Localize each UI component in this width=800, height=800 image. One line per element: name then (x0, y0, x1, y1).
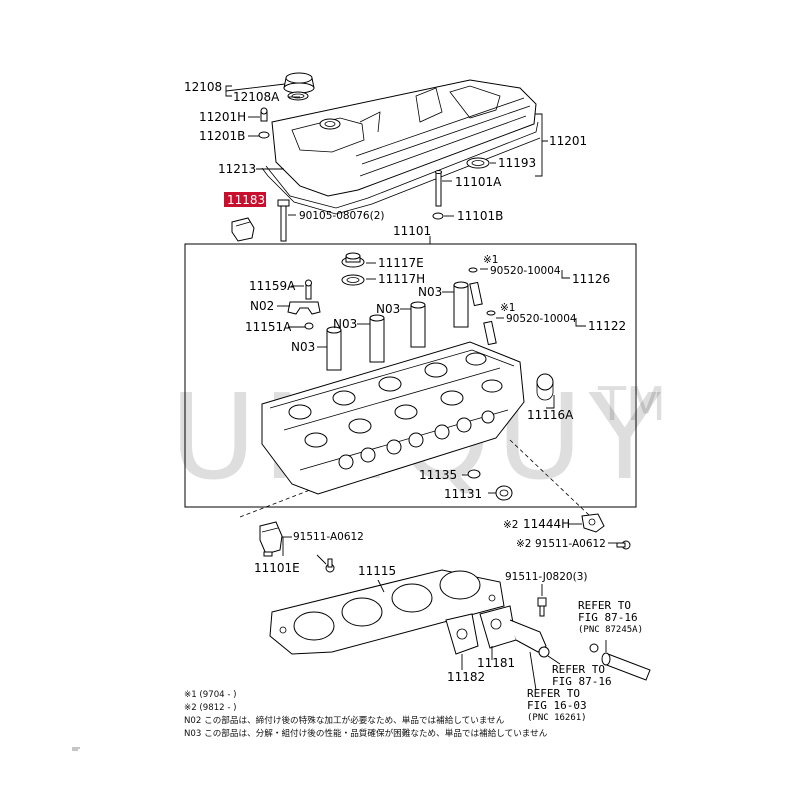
stud-bolt-icon (435, 170, 442, 207)
cylinder-head-icon (261, 341, 525, 495)
corner-mark (72, 747, 80, 751)
label-11183[interactable]: 11183 (227, 193, 265, 207)
label-91511-A0612-left: 91511-A0612 (293, 531, 364, 543)
refer3-line2: FIG 16-03 (527, 699, 587, 712)
plug-icon (536, 373, 554, 401)
bolt-icon (277, 199, 290, 242)
label-12108: 12108 (184, 80, 222, 94)
refer1-line3: (PNC 87245A) (578, 625, 643, 635)
label-N03-1: N03 (333, 317, 357, 331)
label-mark2-b: ※2 (516, 538, 531, 550)
footnote-2: ※2 (9812 - ) (184, 703, 237, 713)
label-N03-4: N03 (418, 285, 442, 299)
label-11135: 11135 (419, 468, 457, 482)
pin-icon (483, 310, 497, 346)
cylinder-head-group-box (184, 243, 637, 508)
label-91511-J0820: 91511-J0820(3) (505, 571, 587, 583)
label-11115: 11115 (358, 564, 396, 578)
cylinder-head-cover-icon (261, 79, 541, 215)
label-11116A: 11116A (527, 408, 574, 422)
pin-icon (468, 267, 483, 307)
label-11101: 11101 (393, 224, 431, 238)
oil-filler-cap-icon (283, 72, 315, 94)
camshaft-bearing-cap-icon (287, 301, 321, 315)
label-11101A: 11101A (455, 175, 502, 189)
label-11126: 11126 (572, 272, 610, 286)
label-90520-10004-a: 90520-10004 (490, 265, 561, 277)
label-11117E: 11117E (378, 256, 424, 270)
label-N03-3: N03 (376, 302, 400, 316)
valve-guide-icon (326, 326, 342, 371)
refer3-line1: REFER TO (527, 687, 580, 700)
water-outlet-icon (479, 605, 547, 653)
bolt-icon (325, 558, 335, 573)
plug-icon (495, 485, 513, 501)
head-gasket-icon (269, 569, 505, 655)
label-11201B: 11201B (199, 129, 245, 143)
plug-icon (231, 217, 255, 242)
label-mark1-b: ※1 (500, 302, 515, 314)
valve-guide-icon (410, 301, 426, 348)
refer1-line1: REFER TO (578, 599, 631, 612)
seal-ring-icon (466, 157, 490, 169)
hose-icon (601, 652, 651, 681)
label-11117H: 11117H (378, 272, 425, 286)
refer1-line2: FIG 87-16 (578, 611, 638, 624)
refer2-line1: REFER TO (552, 663, 605, 676)
footnote-4: N03 この部品は、分解・組付け後の性能・品質確保が困難なため、単品では補給して… (184, 727, 548, 739)
footnote-1: ※1 (9704 - ) (184, 690, 237, 700)
label-11151A: 11151A (245, 320, 292, 334)
label-11122: 11122 (588, 319, 626, 333)
label-12108A: 12108A (233, 90, 280, 104)
seal-cap-icon (341, 252, 365, 268)
label-90105-08076: 90105-08076(2) (299, 210, 384, 222)
label-N02: N02 (250, 299, 274, 313)
gasket-ring-icon (287, 91, 309, 101)
label-mark2-a: ※2 (503, 519, 518, 531)
label-11181: 11181 (477, 656, 515, 670)
gasket-icon (445, 613, 479, 655)
valve-guide-icon (453, 281, 469, 328)
highlight-badge (224, 192, 266, 207)
clamp-icon (538, 646, 550, 658)
label-11193: 11193 (498, 156, 536, 170)
sensor-icon (259, 521, 283, 557)
label-11444H: 11444H (523, 517, 570, 531)
label-11201: 11201 (549, 134, 587, 148)
washer-icon (467, 469, 481, 479)
bolt-icon (537, 597, 547, 617)
bracket-icon (581, 513, 605, 533)
label-11159A: 11159A (249, 279, 296, 293)
label-11101B: 11101B (457, 209, 503, 223)
label-11131: 11131 (444, 487, 482, 501)
bolt-icon (260, 107, 268, 122)
clamp-icon (589, 643, 599, 653)
washer-icon (432, 212, 444, 220)
footnote-3: N02 この部品は、締付け後の特殊な加工が必要なため、単品では補給していません (184, 714, 505, 726)
label-11213: 11213 (218, 162, 256, 176)
washer-icon (341, 274, 365, 286)
bolt-icon (616, 540, 631, 550)
label-N03-2: N03 (291, 340, 315, 354)
label-mark1-a: ※1 (483, 254, 498, 266)
label-91511-A0612-right: 91511-A0612 (535, 538, 606, 550)
watermark-tm: TM (597, 377, 666, 431)
washer-icon (304, 322, 314, 330)
valve-guide-icon (369, 314, 385, 363)
label-11101E: 11101E (254, 561, 300, 575)
label-90520-10004-b: 90520-10004 (506, 313, 577, 325)
refer2-line2: FIG 87-16 (552, 675, 612, 688)
label-11182: 11182 (447, 670, 485, 684)
label-11201H: 11201H (199, 110, 246, 124)
bolt-icon (305, 279, 312, 300)
washer-icon (258, 131, 270, 139)
refer3-line3: (PNC 16261) (527, 713, 587, 723)
